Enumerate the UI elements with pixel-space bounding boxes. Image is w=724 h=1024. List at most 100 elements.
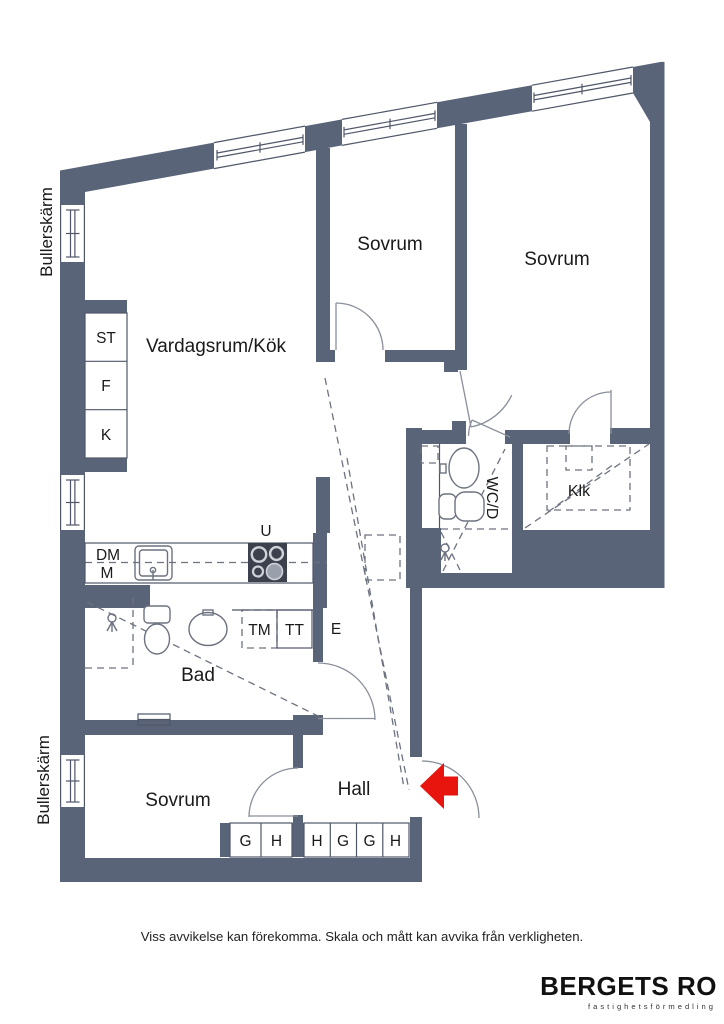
label-washing-machine: TM <box>248 622 270 639</box>
sightline-2 <box>346 457 405 789</box>
label-hall: Hall <box>338 779 371 800</box>
label-oven: U <box>260 523 271 540</box>
label-wardrobe: H <box>271 833 282 850</box>
wall-top-right-corner <box>633 61 665 122</box>
wall-bottom <box>60 858 422 882</box>
toilet-icon <box>438 491 485 522</box>
wall-wcd-west <box>406 428 422 588</box>
window-icon <box>59 475 86 530</box>
label-dishwasher: DM <box>96 547 120 564</box>
toilet-icon <box>143 605 171 655</box>
door-bathroom <box>317 662 376 721</box>
door-wcd <box>467 419 511 438</box>
bathroom-fixtures <box>106 605 313 726</box>
label-closet-st: ST <box>96 330 116 347</box>
label-bedroom-top: Sovrum <box>357 234 422 255</box>
brand-tagline: fastighetsförmedling <box>588 1002 716 1011</box>
wall-living-right-lower <box>316 477 330 533</box>
wall-klk-top-right <box>610 428 664 444</box>
door-klk <box>568 390 612 435</box>
wall-wcd-klk-divider <box>512 441 523 530</box>
label-bathroom: Bad <box>181 665 215 686</box>
wall-closet-stub-top <box>85 300 127 313</box>
label-klk: Klk <box>568 483 591 500</box>
wall-bedroom1-bottom-r <box>385 350 458 362</box>
wall-wardrobe-divider <box>292 823 304 857</box>
wall-corridor-stub-1 <box>444 360 458 372</box>
wall-bath-right <box>313 608 323 662</box>
label-noise-screen-top: Bullerskärm <box>37 187 56 277</box>
sink-icon <box>134 545 173 581</box>
wall-kitchen-bath <box>60 585 150 608</box>
label-closet-k: K <box>101 427 112 444</box>
wardrobes <box>229 822 410 858</box>
wall-right <box>650 120 665 588</box>
sightline-1 <box>324 377 410 791</box>
wall-wcd-top <box>406 430 466 444</box>
wall-kitchen-corner <box>313 533 327 608</box>
stove-icon <box>248 543 287 582</box>
doors <box>248 302 612 819</box>
wall-top-pillar-2 <box>437 85 532 129</box>
label-bedroom-right: Sovrum <box>524 249 589 270</box>
wall-left-a <box>60 190 85 205</box>
klk-dashed-box <box>546 445 631 511</box>
wall-top-pillar-1 <box>305 119 342 153</box>
window-icon <box>531 66 634 112</box>
label-wardrobe: G <box>337 833 349 850</box>
window-icon <box>59 205 86 262</box>
washbasin-icon <box>188 609 228 647</box>
label-micro: M <box>101 565 114 582</box>
label-electrical: E <box>331 621 341 638</box>
wall-closet-stub-bottom <box>85 458 127 472</box>
label-closet-f: F <box>101 378 110 395</box>
door-entrance <box>421 760 480 819</box>
wall-bedroom3-partition <box>293 735 303 768</box>
wall-top-left <box>60 142 214 197</box>
wall-left-c <box>60 530 85 755</box>
wcd-fixtures <box>438 443 485 561</box>
washbasin-icon <box>439 447 480 489</box>
door-bedroom1 <box>335 302 384 351</box>
wall-wcd-bottom-left <box>420 528 441 588</box>
window-icon <box>213 125 306 170</box>
label-dryer: TT <box>285 622 304 639</box>
windows <box>59 66 634 807</box>
shower-icon <box>440 543 450 561</box>
door-bedroom2 <box>459 370 513 428</box>
label-wardrobe: H <box>311 833 322 850</box>
wall-wcd-bottom <box>441 573 512 588</box>
window-icon <box>341 101 438 146</box>
corridor-dashed-box <box>364 534 401 581</box>
label-noise-screen-bottom: Bullerskärm <box>34 735 53 825</box>
brand-name: BERGETS RO <box>540 971 717 1001</box>
wall-bedroom1-left <box>316 148 330 362</box>
kitchen-counter <box>84 542 314 584</box>
label-wcd: WC/D <box>483 477 500 520</box>
wall-bedroom3-stub <box>293 815 303 823</box>
label-wardrobe: G <box>363 833 375 850</box>
wall-corridor-stub-2 <box>452 421 466 437</box>
wall-bath-bottom <box>60 720 323 735</box>
wall-hall-right-upper <box>410 588 422 757</box>
closet-niche <box>84 312 128 459</box>
label-wardrobe: G <box>239 833 251 850</box>
label-living-kitchen: Vardagsrum/Kök <box>146 336 287 357</box>
entrance-arrow-icon <box>420 763 458 809</box>
wall-wardrobe-stub <box>220 823 230 857</box>
wall-wcd-klk-top <box>505 430 570 444</box>
label-bedroom-bottom: Sovrum <box>145 790 210 811</box>
wall-left-b <box>60 262 85 475</box>
wall-bedroom1-bottom-l <box>316 350 335 362</box>
label-wardrobe: H <box>390 833 401 850</box>
window-icon <box>59 755 86 807</box>
shower-icon <box>106 613 118 632</box>
door-bedroom3 <box>248 767 299 818</box>
radiator-icon <box>137 713 171 726</box>
disclaimer-text: Viss avvikelse kan förekomma. Skala och … <box>141 929 583 944</box>
brand-logo: BERGETS RO fastighetsförmedling <box>540 971 717 1011</box>
wall-left-d <box>60 807 85 882</box>
walls <box>60 61 665 882</box>
